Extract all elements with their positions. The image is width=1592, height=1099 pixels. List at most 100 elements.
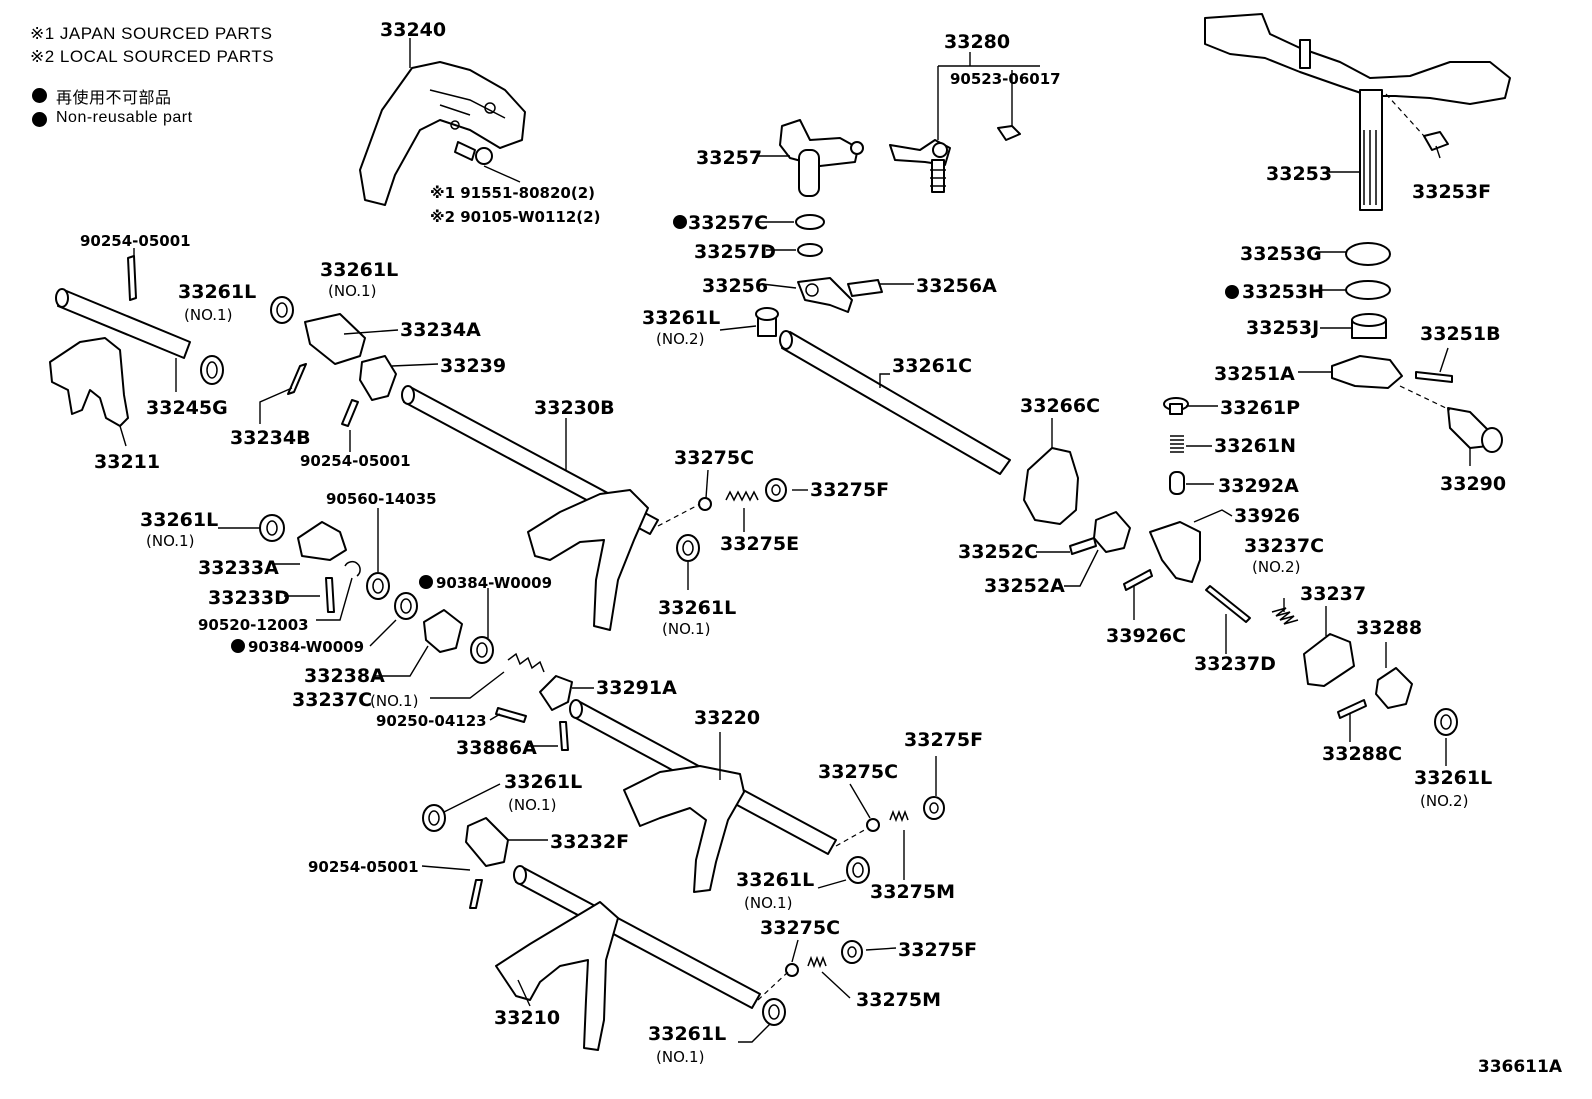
part-33237-drawing — [1303, 633, 1355, 687]
label-33253: 33253 — [1266, 163, 1332, 185]
part-33239-drawing — [359, 355, 397, 401]
part-33275e-spring-drawing — [725, 490, 759, 502]
part-labels: 33240 ※1 91551-80820(2) ※2 90105-W0112(2… — [80, 19, 1506, 1066]
part-33237c-spring-drawing — [507, 652, 545, 673]
legend-nonreusable-en: Non-reusable part — [56, 109, 193, 126]
part-33275c-ball-c-drawing — [785, 963, 799, 977]
part-90250-pin-drawing — [495, 707, 527, 723]
label-90254-a: 90254-05001 — [80, 232, 191, 250]
part-33238a-drawing — [423, 609, 463, 653]
label-33280: 33280 — [944, 31, 1010, 53]
label-90254-c: 90254-05001 — [308, 858, 419, 876]
part-33275f-plug-c-drawing — [841, 940, 863, 964]
label-90254-b: 90254-05001 — [300, 452, 411, 470]
label-33257c: 33257C — [688, 212, 768, 234]
part-90254-pin-b-drawing — [341, 399, 359, 427]
part-33257c-washer-drawing — [795, 214, 825, 230]
label-91551: ※1 91551-80820(2) — [430, 184, 595, 202]
nonreusable-dot-icon — [32, 88, 47, 103]
label-33234b: 33234B — [230, 427, 311, 449]
part-90560-washer-drawing — [366, 572, 390, 600]
part-33275f-plug-b-drawing — [923, 796, 945, 820]
part-90384-bushing-a-drawing — [394, 592, 418, 620]
label-33261l-b: 33261L — [320, 259, 398, 281]
label-33261l-i: 33261L — [648, 1023, 726, 1045]
part-33252a-drawing — [1093, 511, 1131, 553]
part-33253j-drawing — [1351, 313, 1387, 339]
part-33253h-drawing — [1345, 280, 1391, 300]
label-33253g: 33253G — [1240, 243, 1322, 265]
part-33275m-spring-a-drawing — [889, 809, 909, 823]
label-33926: 33926 — [1234, 505, 1300, 527]
part-33266c-drawing — [1023, 447, 1079, 525]
part-90520-snapring-drawing — [344, 560, 361, 577]
part-33261l-bushing-g-drawing — [846, 856, 870, 884]
label-33230b: 33230B — [534, 397, 615, 419]
part-33211-drawing — [49, 337, 129, 427]
part-33257-drawing — [779, 119, 864, 197]
label-33261l-d: 33261L — [658, 597, 736, 619]
label-33237c-a: 33237C — [292, 689, 372, 711]
part-33261p-drawing — [1163, 397, 1189, 415]
part-33252c-pin-drawing — [1069, 537, 1097, 555]
label-no1-a: (NO.1) — [184, 306, 232, 324]
part-33275m-spring-b-drawing — [807, 955, 827, 969]
label-33290: 33290 — [1440, 473, 1506, 495]
label-90250: 90250-04123 — [376, 712, 487, 730]
label-no2-c: (NO.2) — [656, 330, 704, 348]
label-90523: 90523-06017 — [950, 70, 1061, 88]
label-33886a: 33886A — [456, 737, 537, 759]
label-33237d: 33237D — [1194, 653, 1276, 675]
label-33275c-a: 33275C — [674, 447, 754, 469]
label-33234a: 33234A — [400, 319, 481, 341]
part-33261n-spring-drawing — [1170, 435, 1184, 453]
part-33237c-spring-no2-drawing — [1271, 607, 1299, 625]
part-33288c-pin-drawing — [1337, 699, 1367, 719]
label-33261l-e: 33261L — [140, 509, 218, 531]
nonreusable-dot-icon — [32, 112, 47, 127]
label-33233a: 33233A — [198, 557, 279, 579]
part-33233d-pin-drawing — [325, 577, 335, 613]
label-33232f: 33232F — [550, 831, 629, 853]
part-33251a-drawing — [1331, 355, 1403, 389]
part-33275f-plug-a-drawing — [765, 478, 787, 502]
part-33926-drawing — [1149, 521, 1201, 583]
part-33234b-pin-drawing — [287, 363, 307, 395]
label-33275c-c: 33275C — [760, 917, 840, 939]
part-33256a-pin-drawing — [847, 279, 883, 297]
label-no1-h: (NO.1) — [508, 796, 556, 814]
part-33261c-shaft-drawing — [779, 330, 1011, 475]
label-33261l-g: 33261L — [736, 869, 814, 891]
part-33240-drawing — [359, 61, 526, 206]
label-no1-g: (NO.1) — [744, 894, 792, 912]
label-33291a: 33291A — [596, 677, 677, 699]
label-33261l-c: 33261L — [642, 307, 720, 329]
part-33245g-shaft-drawing — [55, 288, 191, 359]
label-33275m-a: 33275M — [870, 881, 955, 903]
label-33275e: 33275E — [720, 533, 799, 555]
nonreusable-dot-icon — [419, 575, 433, 589]
part-90523-clip-drawing — [997, 125, 1021, 141]
label-33220: 33220 — [694, 707, 760, 729]
label-33239: 33239 — [440, 355, 506, 377]
label-33275m-b: 33275M — [856, 989, 941, 1011]
label-33261c: 33261C — [892, 355, 972, 377]
label-33245g: 33245G — [146, 397, 228, 419]
part-33261l-bushing-h-drawing — [422, 804, 446, 832]
label-33251a: 33251A — [1214, 363, 1295, 385]
legend-local-sourced: ※2 LOCAL SOURCED PARTS — [30, 47, 275, 66]
nonreusable-dot-icon — [673, 215, 687, 229]
label-33261l-h: 33261L — [504, 771, 582, 793]
label-33926c: 33926C — [1106, 625, 1186, 647]
label-33266c: 33266C — [1020, 395, 1100, 417]
label-33288: 33288 — [1356, 617, 1422, 639]
part-33261l-bushing-i-drawing — [762, 998, 786, 1026]
label-no2-b: (NO.2) — [1252, 558, 1300, 576]
part-33261l-bushing-b-drawing — [270, 296, 294, 324]
label-33238a: 33238A — [304, 665, 385, 687]
label-90560: 90560-14035 — [326, 490, 437, 508]
label-90105: ※2 90105-W0112(2) — [430, 208, 600, 226]
label-90384-a: 90384-W0009 — [436, 574, 552, 592]
part-33291a-drawing — [539, 675, 573, 711]
